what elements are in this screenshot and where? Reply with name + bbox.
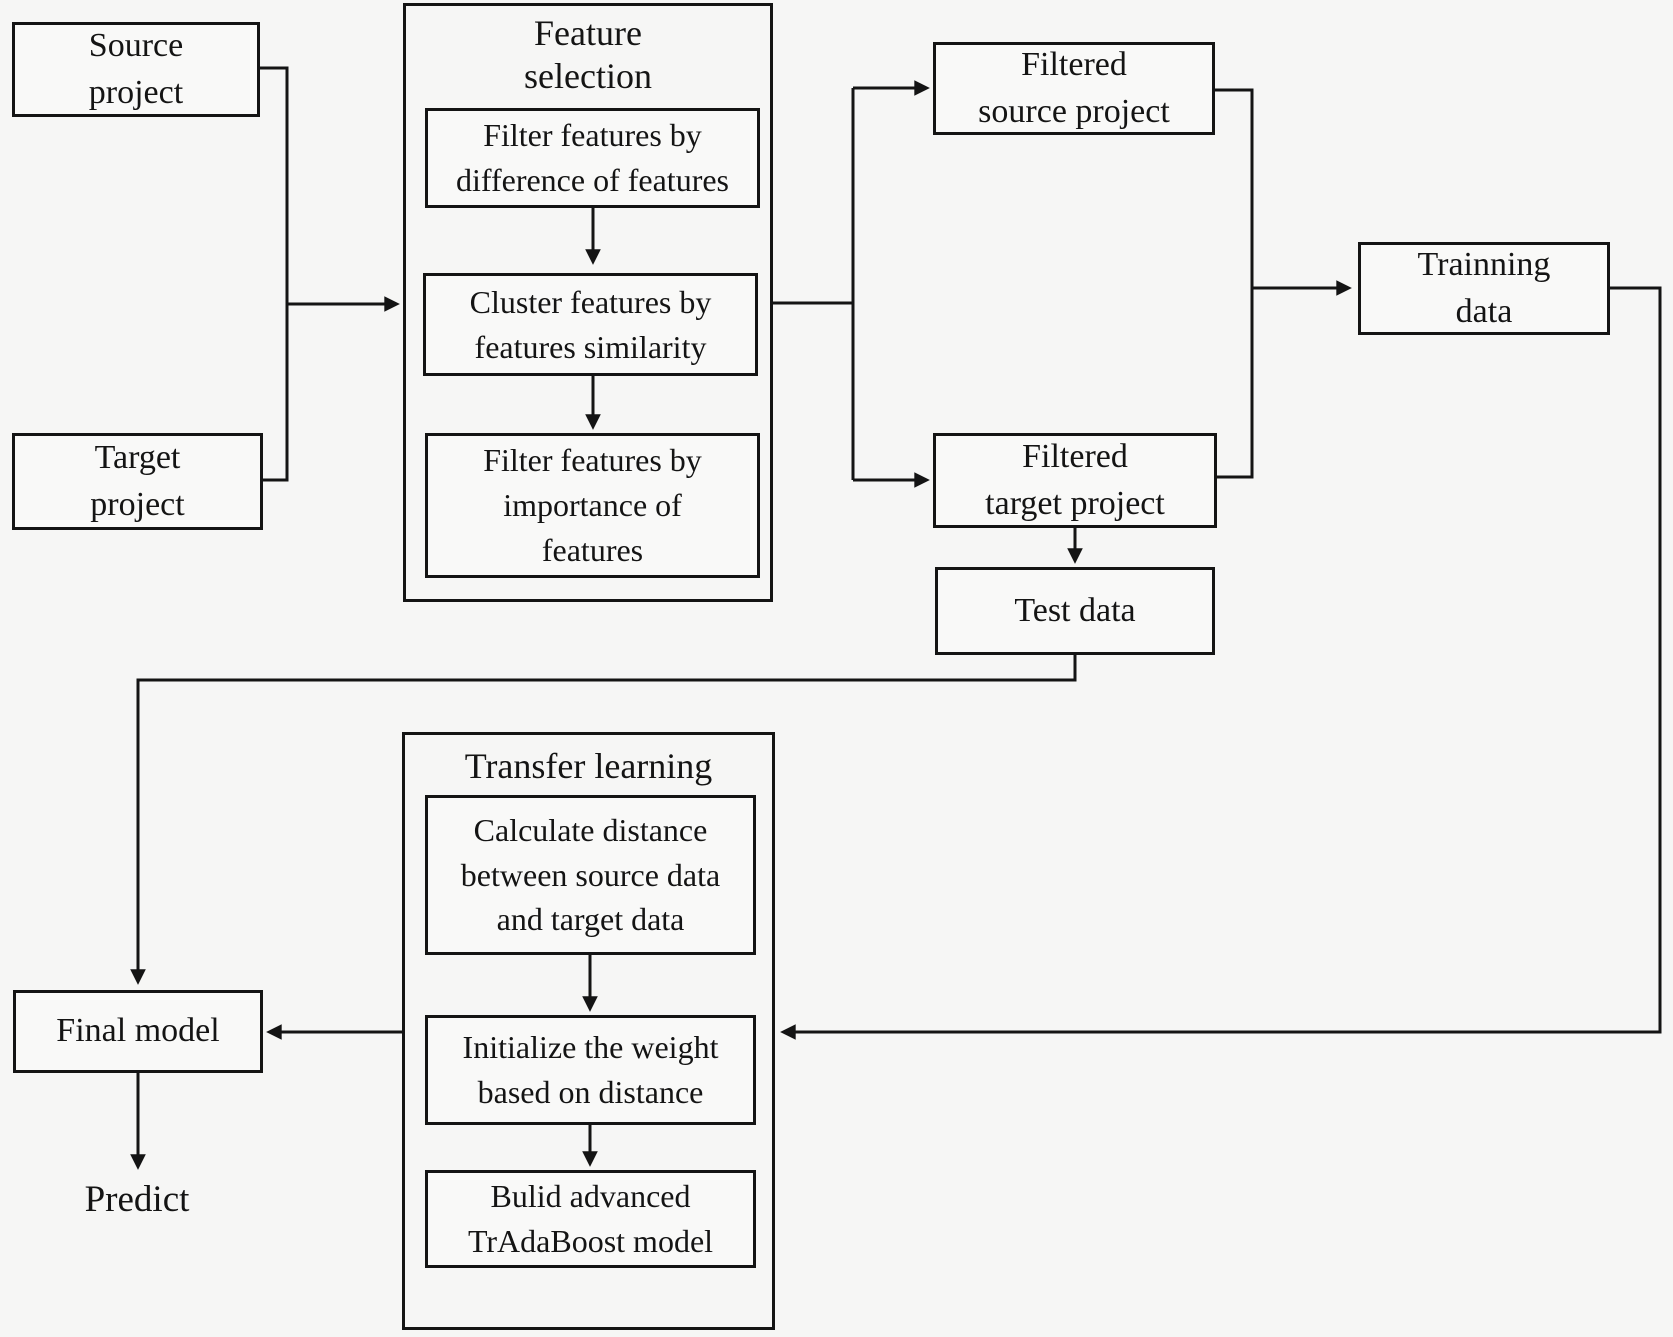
label-predict: Predict <box>84 1179 190 1220</box>
node-filter-by-difference: Filter features by difference of feature… <box>425 108 760 208</box>
edge-source-target-join <box>260 66 289 482</box>
node-test-data: Test data <box>935 567 1215 655</box>
container-transfer-learning: Transfer learning <box>402 732 775 1330</box>
node-filtered-source-project: Filtered source project <box>933 42 1215 135</box>
node-build-tradaboost: Bulid advanced TrAdaBoost model <box>425 1170 756 1268</box>
container-transfer-learning-title: Transfer learning <box>464 746 713 786</box>
node-initialize-weight: Initialize the weight based on distance <box>425 1015 756 1125</box>
edge-filtered-join <box>1215 88 1254 479</box>
edge-test-to-final-model <box>130 655 1077 985</box>
edge-trainning-feedback <box>780 286 1662 1040</box>
node-trainning-data: Trainning data <box>1358 242 1610 335</box>
node-final-model: Final model <box>13 990 263 1073</box>
container-feature-selection: Feature selection <box>403 3 773 602</box>
node-source-project: Source project <box>12 22 260 117</box>
node-target-project: Target project <box>12 433 263 530</box>
node-calculate-distance: Calculate distance between source data a… <box>425 795 756 955</box>
node-cluster-by-similarity: Cluster features by features similarity <box>423 273 758 376</box>
node-filtered-target-project: Filtered target project <box>933 433 1217 528</box>
node-filter-by-importance: Filter features by importance of feature… <box>425 433 760 578</box>
container-feature-selection-title: Feature selection <box>524 13 652 97</box>
